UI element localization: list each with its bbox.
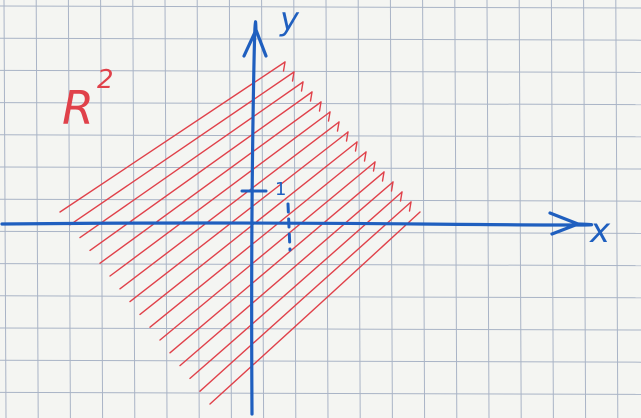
y-axis-label: y: [279, 0, 300, 38]
hatch-turn: [300, 81, 304, 92]
hatch-stroke: [89, 91, 313, 252]
x-axis: [0, 211, 593, 236]
grid-line-vertical: [325, 0, 329, 418]
set-label: R: [62, 81, 94, 135]
grid-line-horizontal: [0, 37, 641, 41]
grid-line-horizontal: [0, 327, 641, 331]
grid-line-vertical: [583, 0, 587, 418]
hatch-turn: [291, 71, 295, 82]
grid-line-horizontal: [0, 166, 641, 170]
set-exponent: 2: [97, 65, 114, 95]
grid-line-vertical: [615, 0, 619, 418]
grid-line-horizontal: [0, 391, 641, 395]
hatch-stroke: [139, 141, 358, 316]
hatch-turn: [318, 101, 322, 112]
grid-line-vertical: [164, 0, 168, 418]
hatch-turn: [345, 131, 349, 142]
x-axis-arrowhead: [548, 211, 580, 236]
hatch-stroke: [189, 191, 403, 380]
hatch-stroke: [129, 131, 349, 303]
hatch-turn: [408, 201, 412, 212]
grid-line-vertical: [454, 0, 458, 418]
hatch-turn: [399, 191, 403, 202]
shaded-region: [59, 61, 421, 405]
hatch-stroke: [99, 101, 322, 264]
hatch-turn: [381, 171, 385, 182]
hatch-turn: [390, 181, 394, 192]
grid-line-vertical: [132, 0, 136, 418]
x-axis-label: x: [589, 211, 611, 251]
hatch-stroke: [149, 151, 367, 328]
grid-line-vertical: [35, 0, 39, 418]
grid-line-horizontal: [0, 230, 641, 234]
grid-line-vertical: [422, 0, 426, 418]
hatch-stroke: [69, 71, 295, 226]
y-axis: [242, 20, 268, 416]
y-axis-arrowhead: [242, 28, 268, 58]
hatch-turn: [327, 111, 331, 122]
unit-tick-label: 1: [275, 179, 286, 200]
grid-line-vertical: [3, 0, 7, 418]
hatch-turn: [354, 141, 358, 152]
hatch-stroke: [109, 111, 331, 277]
hatch-turn: [363, 151, 367, 162]
hatch-stroke: [209, 211, 421, 405]
hatch-stroke: [159, 161, 376, 341]
grid-line-vertical: [550, 0, 554, 418]
hatch-stroke: [169, 171, 385, 354]
hatch-stroke: [119, 121, 340, 290]
hatch-stroke: [59, 61, 286, 213]
hatch-stroke: [199, 201, 412, 392]
hatch-turn: [282, 61, 286, 72]
grid-line-vertical: [389, 0, 393, 418]
hatch-turn: [336, 121, 340, 132]
grid-line-horizontal: [0, 69, 641, 73]
hatch-turn: [309, 91, 313, 102]
grid-line-horizontal: [0, 5, 641, 9]
grid-line-vertical: [518, 0, 522, 418]
grid-line-vertical: [100, 0, 104, 418]
y-axis-line: [250, 20, 258, 416]
unit-tick: [240, 189, 292, 252]
hatch-turn: [372, 161, 376, 172]
hatch-stroke: [179, 181, 394, 367]
grid-line-vertical: [261, 0, 265, 418]
grid-line-vertical: [67, 0, 71, 418]
grid-line-vertical: [196, 0, 200, 418]
grid-line-horizontal: [0, 295, 641, 299]
grid-line-horizontal: [0, 359, 641, 363]
dashed-helper-line: [286, 202, 292, 252]
x-axis-line: [0, 221, 593, 227]
hatch-stroke: [79, 81, 304, 239]
grid-line-vertical: [228, 0, 232, 418]
grid-line-vertical: [486, 0, 490, 418]
grid-line-vertical: [357, 0, 361, 418]
